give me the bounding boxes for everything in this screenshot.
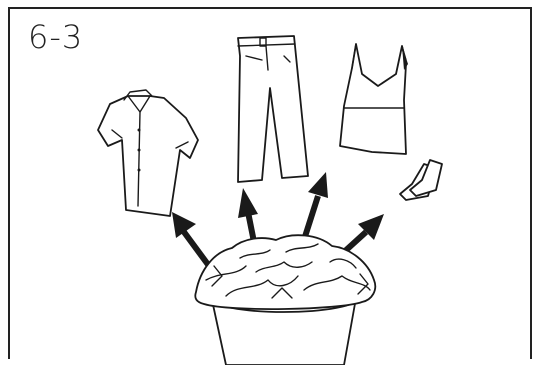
laundry-basket-icon [195, 235, 375, 365]
tank-top-icon [340, 44, 408, 154]
socks-icon [400, 160, 442, 200]
shirt-icon [98, 90, 198, 216]
arrow-to-shirt [172, 212, 212, 270]
trousers-icon [238, 36, 308, 182]
